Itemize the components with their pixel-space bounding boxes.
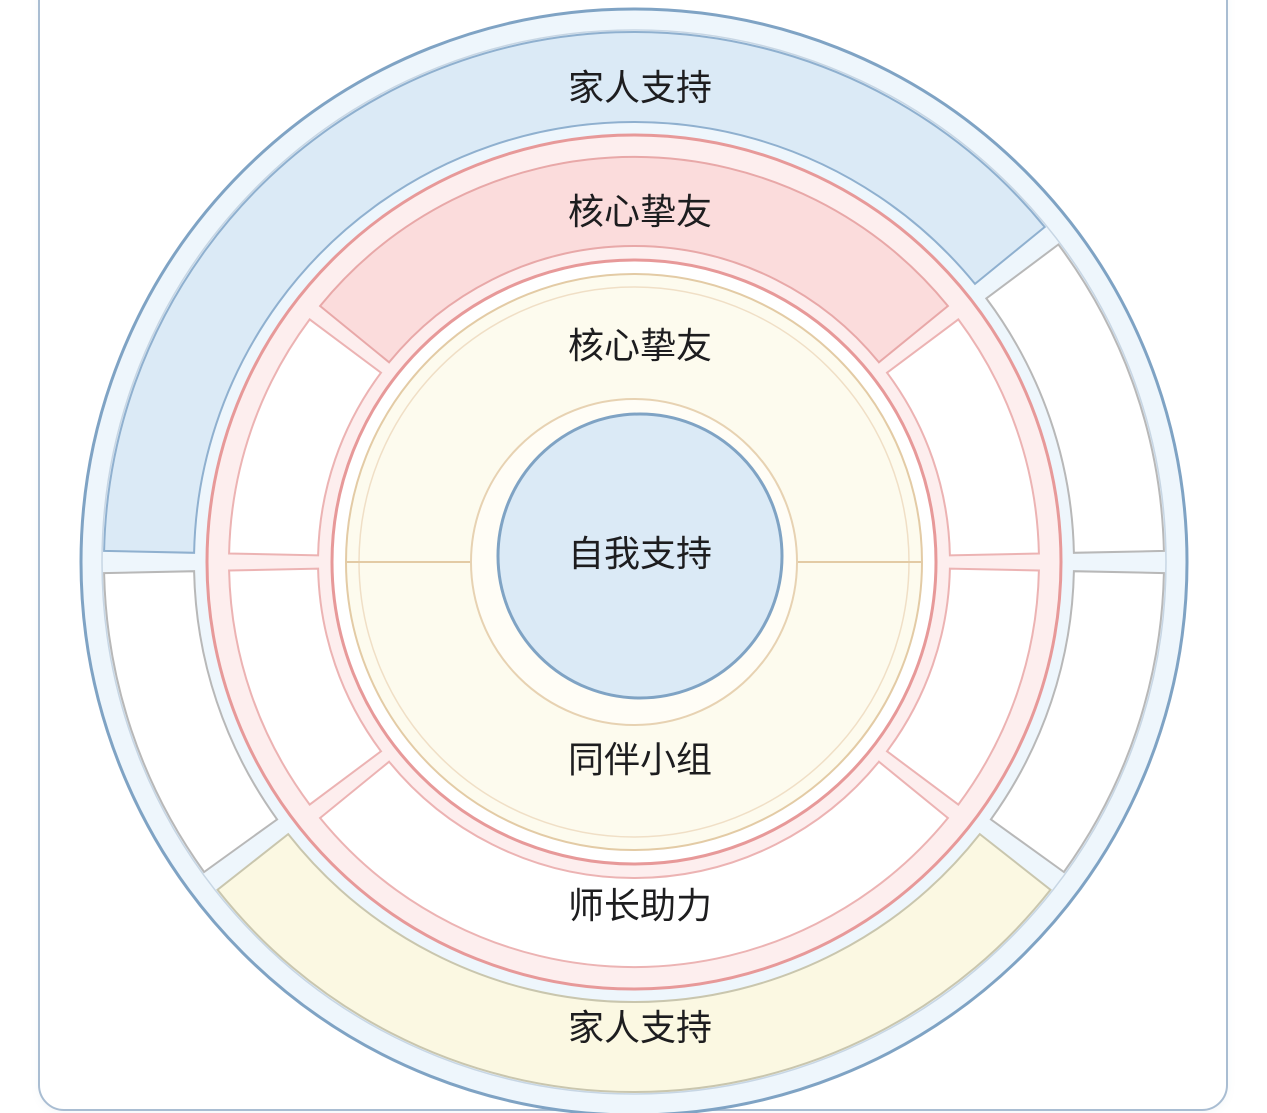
family-bottom-segment [216, 832, 1052, 1094]
label-mentors: 师长助力 [568, 886, 712, 927]
friends-left-upper-segment [228, 318, 383, 557]
label-family-top: 家人支持 [568, 68, 712, 109]
friends-top-segment [318, 155, 950, 364]
label-friends-inner: 核心挚友 [568, 326, 712, 367]
friends-right-upper-segment [885, 318, 1040, 557]
outer-ring-inner-line [101, 29, 1167, 1095]
family-top-segment [103, 31, 1047, 554]
family-right-lower-segment [989, 570, 1165, 874]
friends-bottom-segment [318, 760, 950, 969]
family-left-lower-segment [103, 570, 279, 874]
label-peers: 同伴小组 [568, 740, 712, 781]
label-friends-top: 核心挚友 [568, 192, 712, 233]
friends-right-lower-segment [885, 567, 1040, 806]
label-family-bottom: 家人支持 [568, 1008, 712, 1049]
label-self: 自我支持 [568, 534, 712, 575]
self-center-circle [496, 412, 784, 700]
family-right-upper-segment [984, 243, 1165, 554]
friends-left-lower-segment [228, 567, 383, 806]
